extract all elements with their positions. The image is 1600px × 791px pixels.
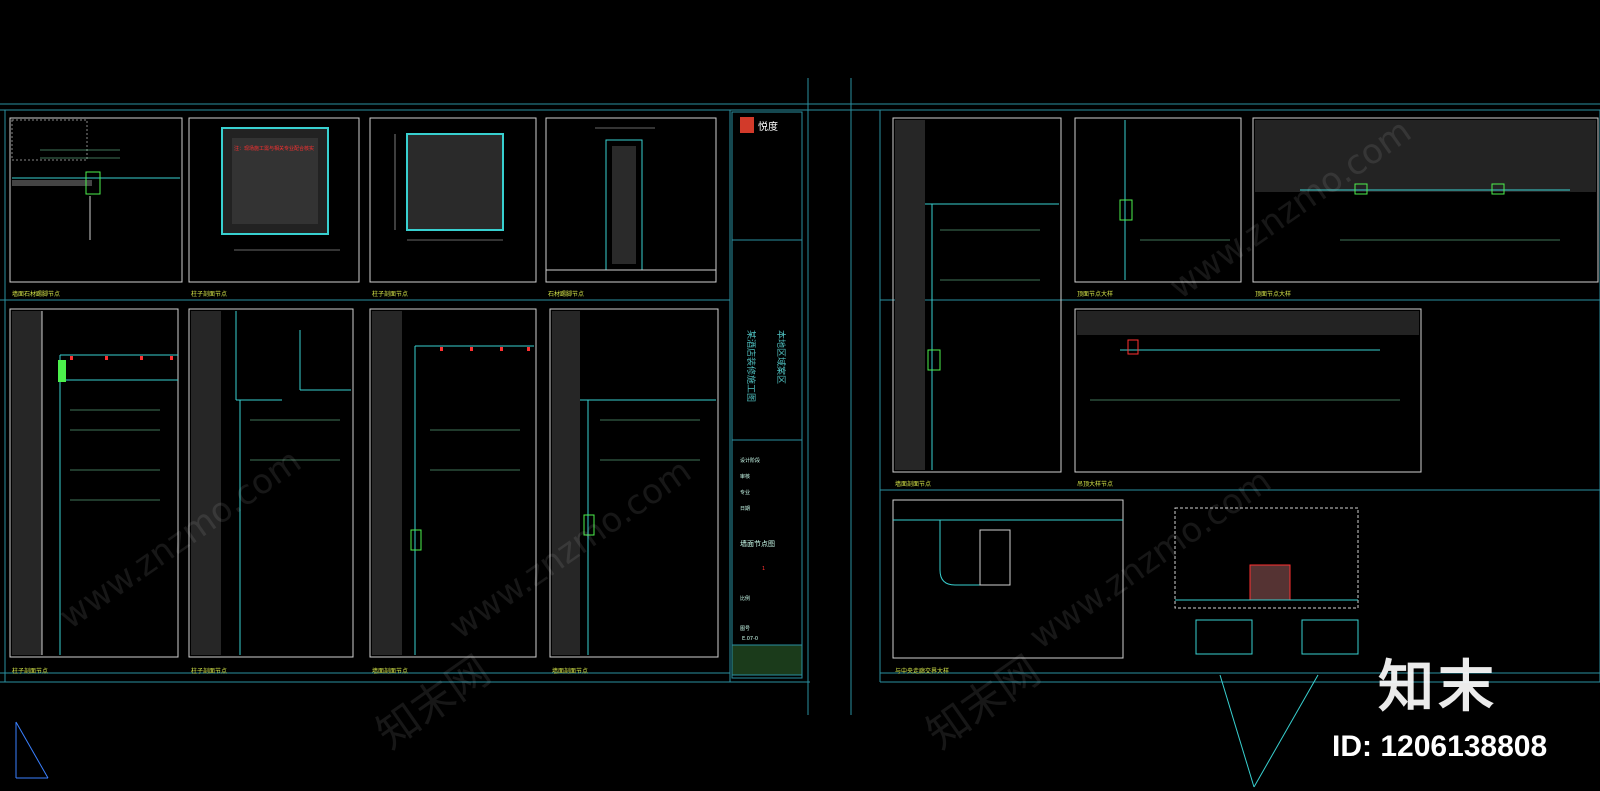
red-ceiling-marks — [70, 347, 530, 360]
detail-caption: 墙面剖面节点 — [372, 667, 408, 675]
detail-5-geometry — [12, 311, 178, 655]
detail-3-geometry — [394, 133, 504, 241]
title-block-row: 设计阶段 — [740, 457, 760, 464]
title-block-sheet-no: 1 — [762, 566, 765, 572]
annotation-leaders — [70, 229, 1560, 501]
watermark-text: 知末网 — [918, 646, 1049, 758]
title-block-logo-mark — [740, 117, 754, 133]
watermark-logo: 知末 — [1378, 655, 1498, 720]
detail-13-geometry — [893, 519, 1123, 586]
title-block-row: 日期 — [740, 506, 750, 512]
watermark-text: www.znzmo.com — [1022, 461, 1278, 657]
title-block-frame — [731, 111, 803, 679]
detail-2-geometry — [221, 127, 340, 251]
detail-caption: 墙面剖面节点 — [552, 667, 588, 675]
detail-11-geometry — [1255, 120, 1596, 195]
ucs-icon — [15, 721, 49, 779]
detail-caption: 柱子剖面节点 — [372, 290, 408, 298]
title-block-logo-text: 悦度 — [758, 120, 778, 133]
title-block-drawing-number: E.07-0 — [742, 636, 758, 642]
detail-panels-left — [9, 117, 719, 658]
detail-6-geometry — [191, 311, 351, 655]
detail-caption: 墙面剖面节点 — [895, 480, 931, 488]
detail-caption: 柱子剖面节点 — [191, 667, 227, 675]
detail-1-geometry — [11, 119, 180, 240]
detail-caption: 柱子剖面节点 — [191, 290, 227, 298]
watermark-text: www.znzmo.com — [52, 441, 308, 637]
detail-4-geometry — [546, 127, 716, 271]
title-block-row: 专业 — [740, 489, 750, 496]
detail-caption: 顶面节点大样 — [1077, 290, 1113, 298]
red-note: 注：现场施工需与相关专业配合核实 — [234, 145, 314, 152]
detail-caption: 柱子剖面节点 — [12, 667, 48, 675]
detail-12-geometry — [1077, 311, 1419, 355]
detail-10-geometry — [1119, 120, 1133, 280]
title-block-project-name: 某酒店装修施工图 — [745, 330, 757, 402]
detail-9-geometry — [895, 120, 1059, 470]
title-block-row: 审核 — [740, 473, 750, 480]
detail-panels-right — [892, 117, 1599, 659]
title-block-drawing-title: 墙面节点图 — [740, 539, 775, 548]
detail-caption: 与中央走廊交界大样 — [895, 667, 949, 675]
sheet-frame — [0, 78, 1600, 715]
detail-caption: 墙面石材踢脚节点 — [12, 290, 60, 298]
watermark-id: ID: 1206138808 — [1332, 730, 1548, 763]
detail-caption: 石材踢脚节点 — [548, 290, 584, 298]
title-block-row: 比例 — [740, 595, 750, 602]
title-block-row: 图号 — [740, 626, 750, 632]
detail-14-geometry — [1174, 507, 1359, 788]
detail-caption: 吊顶大样节点 — [1077, 480, 1113, 488]
detail-7-geometry — [372, 311, 534, 655]
title-block-area: 本地区域案区 — [775, 330, 787, 384]
watermark-text: 知末网 — [368, 646, 499, 758]
detail-8-geometry — [552, 311, 716, 655]
detail-caption: 顶面节点大样 — [1255, 290, 1291, 298]
